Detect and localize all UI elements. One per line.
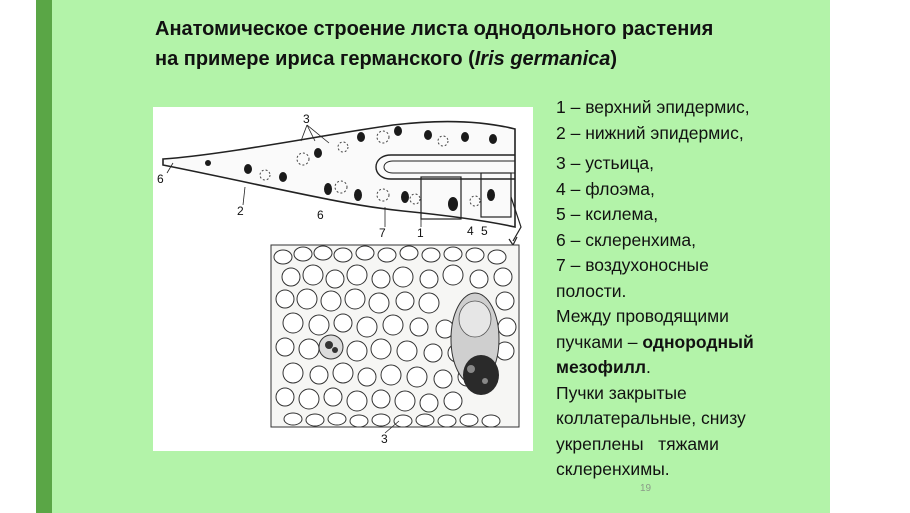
leaf-anatomy-figure: 3 6 2 6 7 1 4 5 3 [153,107,533,451]
leaf-inner-fold [375,154,515,180]
bundles-note-line-1: Пучки закрытые [556,382,687,403]
legend-item-5: 5 – ксилема, [556,204,659,224]
mesophyll-note-line-1: Между проводящими [556,306,729,326]
mesophyll-note-prefix: пучками – [556,331,643,352]
title-line-2-suffix: ) [610,48,618,70]
legend-item-7-continuation: полости. [556,280,627,301]
left-accent-bar [36,0,52,513]
legend-item-2: 2 – нижний эпидермис, [556,122,744,143]
legend-item-4: 4 – флоэма, [556,178,655,199]
figure-label-7: 7 [379,226,386,240]
title-line-2: на примере ириса германского (Iris germa… [155,44,820,74]
legend-item-3: 3 – устьица, [556,153,655,173]
leaf-anatomy-drawing: 3 6 2 6 7 1 4 5 3 [157,112,522,446]
bundles-note-line-3: укреплены тяжами [556,433,719,454]
figure-label-3-top: 3 [303,112,310,126]
mesophyll-note-suffix: . [645,357,651,377]
mesophyll-note-bold-1: однородный [642,331,754,352]
zoom-frame-1 [420,176,462,220]
mesophyll-note-line-2: пучками – однородный [556,330,818,356]
figure-label-6-left: 6 [157,172,164,186]
leaf-outline [162,120,516,228]
mesophyll-note-bold-2: мезофилл [556,357,646,377]
slide-title: Анатомическое строение листа однодольног… [155,14,820,74]
figure-label-4: 4 [467,224,474,238]
legend-item-6: 6 – склеренхима, [556,229,697,250]
zoom-frame-2 [480,172,512,218]
large-vascular-bundle [450,292,500,395]
small-vascular-bundle [318,334,344,360]
bundles-note-line-4: склеренхимы. [556,459,670,479]
title-species-name: Iris germanica [474,48,611,70]
page-number: 19 [640,483,652,494]
air-cavities-overview [259,130,481,207]
legend-panel: 1 – верхний эпидермис, 2 – нижний эпидер… [556,95,818,483]
figure-label-2: 2 [237,204,244,218]
figure-label-1: 1 [417,226,424,240]
legend-item-7: 7 – воздухоносные [556,255,709,275]
mesophyll-note-line-3: мезофилл. [556,355,818,381]
legend-item-1: 1 – верхний эпидермис, [556,97,750,117]
figure-label-3-bottom: 3 [381,432,388,446]
title-line-2-prefix: на примере ириса германского ( [155,48,475,70]
bundles-note-line-2: коллатеральные, снизу [556,408,746,428]
vascular-bundles-overview [205,126,497,211]
figure-label-6-mid: 6 [317,208,324,222]
figure-label-5: 5 [481,224,488,238]
title-line-1: Анатомическое строение листа однодольног… [155,18,714,40]
